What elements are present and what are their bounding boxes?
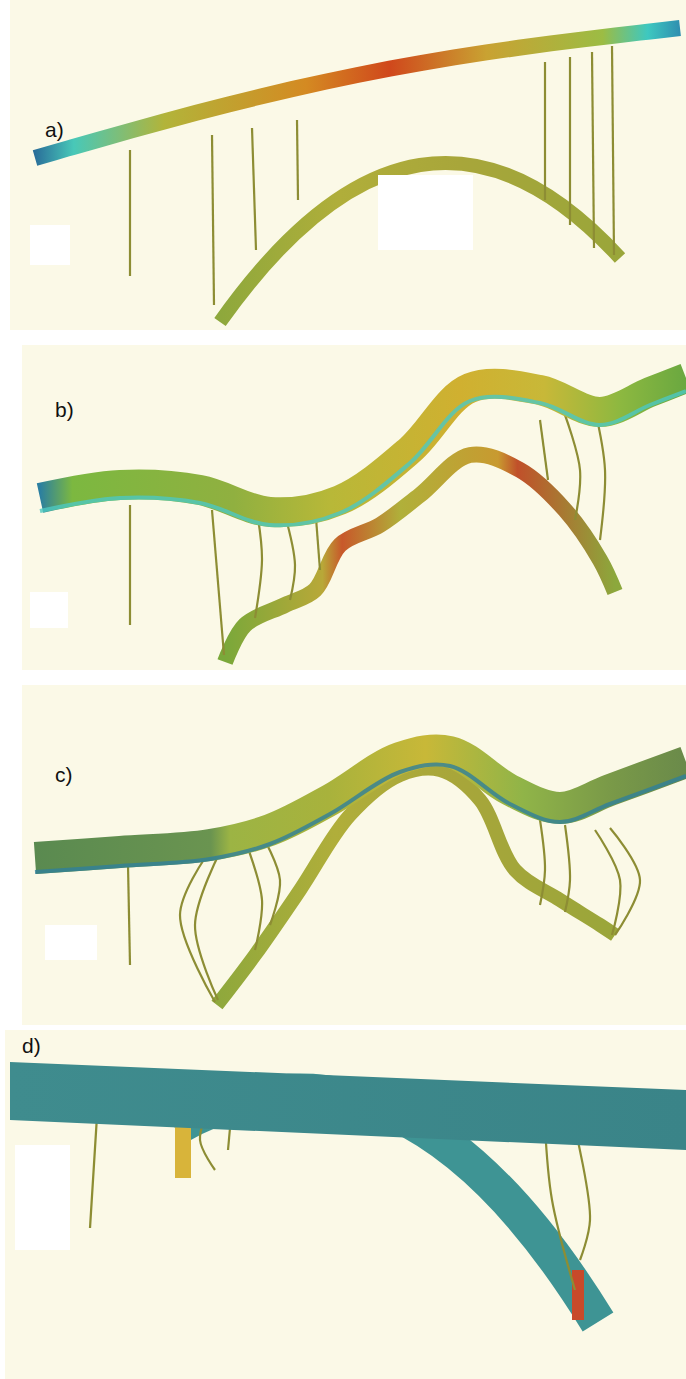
panel-label: a): [45, 118, 64, 141]
hanger-column: [195, 852, 220, 1000]
arch-rib: [225, 454, 615, 662]
bridge-deck: [35, 750, 686, 858]
blank-patch: [378, 175, 473, 250]
stress-patch: [572, 1270, 584, 1320]
bridge-deck: [40, 378, 686, 512]
panel-label: b): [55, 398, 74, 421]
panel-label: c): [55, 763, 73, 786]
hanger-column: [540, 820, 545, 905]
stress-patch: [175, 1120, 191, 1178]
bridge-deck-edge: [40, 391, 686, 525]
hanger-column: [610, 828, 640, 935]
blank-patch: [30, 225, 70, 265]
hanger-column: [592, 52, 594, 248]
hanger-column: [128, 865, 130, 965]
hanger-column: [544, 62, 546, 200]
hanger-column: [255, 518, 262, 618]
hanger-column: [297, 120, 298, 200]
hanger-column: [129, 150, 131, 276]
panel-ground: [5, 1030, 686, 1379]
blank-patch: [30, 592, 68, 628]
panel-ground: [22, 685, 686, 1025]
hanger-column: [565, 415, 580, 520]
arch-rib: [220, 163, 620, 322]
hanger-column: [245, 840, 262, 950]
bridge-deck: [35, 28, 680, 158]
hanger-column: [129, 505, 131, 625]
panel-label: d): [22, 1034, 41, 1057]
hanger-column: [252, 128, 256, 250]
bridge-deck-edge: [35, 764, 686, 872]
hanger-column: [540, 420, 548, 480]
hanger-column: [595, 410, 605, 540]
hanger-column: [595, 830, 620, 935]
bridge-deck: [10, 1062, 686, 1150]
hanger-column: [545, 1126, 575, 1290]
blank-patch: [45, 925, 97, 960]
hanger-column: [285, 515, 295, 600]
panel-ground: [10, 0, 686, 330]
hanger-column: [612, 46, 614, 255]
panel-ground: [22, 345, 686, 670]
hanger-column: [212, 135, 214, 305]
blank-patch: [15, 1145, 70, 1250]
hanger-column: [565, 825, 570, 912]
hanger-column: [575, 1128, 590, 1260]
hanger-column: [212, 510, 224, 655]
hanger-column: [569, 57, 571, 225]
